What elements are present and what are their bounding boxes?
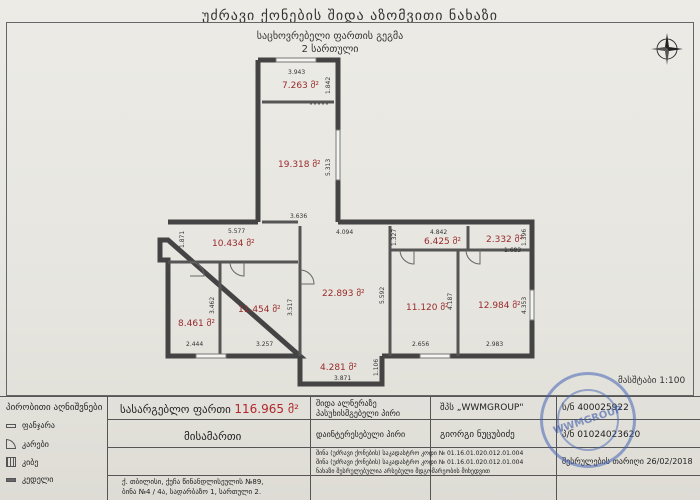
dim-16: 4.353 <box>521 297 528 314</box>
window-1 <box>275 57 317 63</box>
dim-13: 3.517 <box>287 299 294 316</box>
room-area-7: 8.461 მ² <box>178 318 215 329</box>
legend-item-door: კარები <box>6 439 49 449</box>
dim-17: 2.444 <box>186 341 203 348</box>
legend-item-wall: კედელი <box>6 475 53 484</box>
window-swatch-icon <box>6 423 16 428</box>
area-value: 116.965 მ² <box>234 402 299 416</box>
cadastral-codes: შინა (უძრავი ქონების) საკადასტრო კოდი № … <box>316 450 524 475</box>
room-area-6: 2.332 მ² <box>486 234 523 245</box>
compass-icon <box>651 33 683 65</box>
room-area-4: 22.893 მ² <box>322 288 365 299</box>
area-label: სასარგებლო ფართი 116.965 მ² <box>120 402 299 416</box>
dim-11: 1.683 <box>504 247 521 254</box>
room-area-3: 10.434 მ² <box>212 238 255 249</box>
dim-20: 2.983 <box>486 341 503 348</box>
dim-5: 5.577 <box>228 228 245 235</box>
dim-10: 1.396 <box>521 229 528 246</box>
door-arc-2 <box>229 261 245 277</box>
dim-14: 5.592 <box>379 287 386 304</box>
dim-3: 5.313 <box>325 159 332 176</box>
dim-12: 3.462 <box>209 297 216 314</box>
room-area-9: 11.120 მ² <box>406 302 449 313</box>
room-area-5: 6.425 მ² <box>424 236 461 247</box>
room-area-8: 11.454 მ² <box>238 304 281 315</box>
plan-title: საცხოვრებელი ფართის გეგმა 2 სართული <box>250 30 410 56</box>
dim-22: 1.106 <box>373 359 380 376</box>
dim-21: 3.871 <box>334 375 351 382</box>
room-area-2: 19.318 მ² <box>278 159 321 170</box>
drawing-frame <box>6 22 694 396</box>
dim-15: 4.187 <box>447 293 454 310</box>
door-arc-1 <box>189 261 205 277</box>
window-3 <box>195 353 227 359</box>
room-area-1: 7.263 მ² <box>282 80 319 91</box>
legend-item-window: ფანჯარა <box>6 421 55 430</box>
dim-8: 1.327 <box>391 229 398 246</box>
stairs-swatch-icon <box>6 457 16 467</box>
door-swatch-icon <box>6 439 16 449</box>
address-label: მისამართი <box>184 430 242 443</box>
legend-heading: პირობითი აღნიშვნები <box>6 403 103 413</box>
dim-6: 1.871 <box>179 231 186 248</box>
address-value: ქ. თბილისი, ქუჩა წინანდლისეულის №89, ბინ… <box>122 478 264 496</box>
window-4 <box>419 353 451 359</box>
door-arc-3 <box>399 249 415 265</box>
dim-18: 3.257 <box>256 341 273 348</box>
dim-7: 4.094 <box>336 229 353 236</box>
company-stamp: WWMGROUP <box>540 372 636 468</box>
dim-2: 1.842 <box>325 77 332 94</box>
window-5 <box>529 289 535 321</box>
legend-column: პირობითი აღნიშვნები ფანჯარა კარები კიბე … <box>0 397 108 500</box>
plan-title-line2: 2 სართული <box>301 44 359 55</box>
dim-1: 3.943 <box>288 69 305 76</box>
floor-plan: 7.263 მ² 19.318 მ² 10.434 მ² 22.893 მ² 6… <box>157 57 535 387</box>
window-2 <box>335 129 341 181</box>
room-area-11: 4.281 მ² <box>320 362 357 373</box>
scale-label: მასშტაბი 1:100 <box>618 376 686 386</box>
wall-swatch-icon <box>6 477 16 482</box>
legend-item-stairs: კიბე <box>6 457 38 467</box>
responsible-person: შიდა ალნერაზე პასუხისმგებელი პირი <box>316 399 400 418</box>
interested-person: დაინტერესებული პირი <box>316 430 406 439</box>
dim-9: 4.842 <box>430 229 447 236</box>
room-area-10: 12.984 მ² <box>478 300 521 311</box>
dim-19: 2.656 <box>412 341 429 348</box>
door-arc-5 <box>299 269 315 285</box>
door-arc-4 <box>465 249 481 265</box>
dim-4: 3.636 <box>290 213 307 220</box>
company-name: შპს „WWMGROUP" <box>440 403 524 413</box>
engineer-name: გიორგი ნუცუბიძე <box>440 430 515 440</box>
document-title: უძრავი ქონების შიდა აზომვითი ნახაზი <box>202 8 498 24</box>
wall-balcony <box>297 356 385 387</box>
plan-title-line1: საცხოვრებელი ფართის გეგმა <box>256 31 404 42</box>
